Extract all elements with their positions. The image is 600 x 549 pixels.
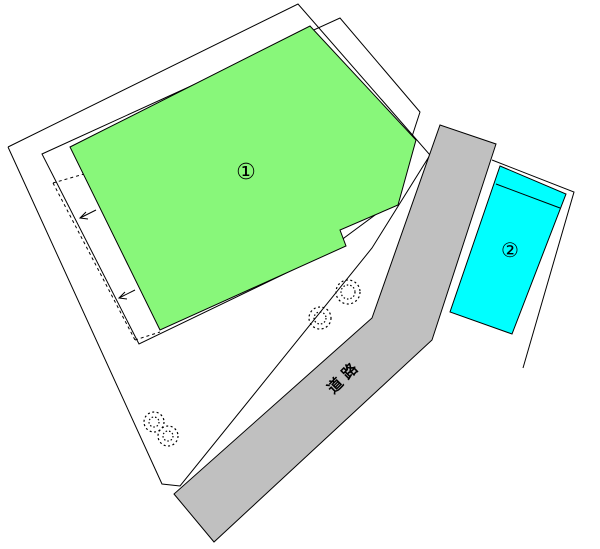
lot-2-label: ② — [501, 238, 519, 262]
lot-2-boundary — [491, 159, 575, 369]
tree-icon — [157, 425, 179, 447]
arrow-icon — [78, 209, 97, 220]
arrow-icon — [117, 289, 136, 300]
lot-2-area — [449, 165, 567, 335]
parking-dashed-line — [53, 175, 83, 183]
setback-line — [41, 17, 421, 345]
tree-icon — [143, 411, 165, 433]
property-boundary — [7, 3, 431, 487]
parking-dashed-outline — [52, 173, 161, 341]
lot-2-inner-line — [495, 183, 561, 209]
tree-icon — [308, 306, 332, 330]
lot-1-area — [69, 25, 417, 331]
road — [173, 124, 497, 543]
tree-icon — [335, 279, 361, 305]
lot-1-label: ① — [236, 160, 256, 185]
